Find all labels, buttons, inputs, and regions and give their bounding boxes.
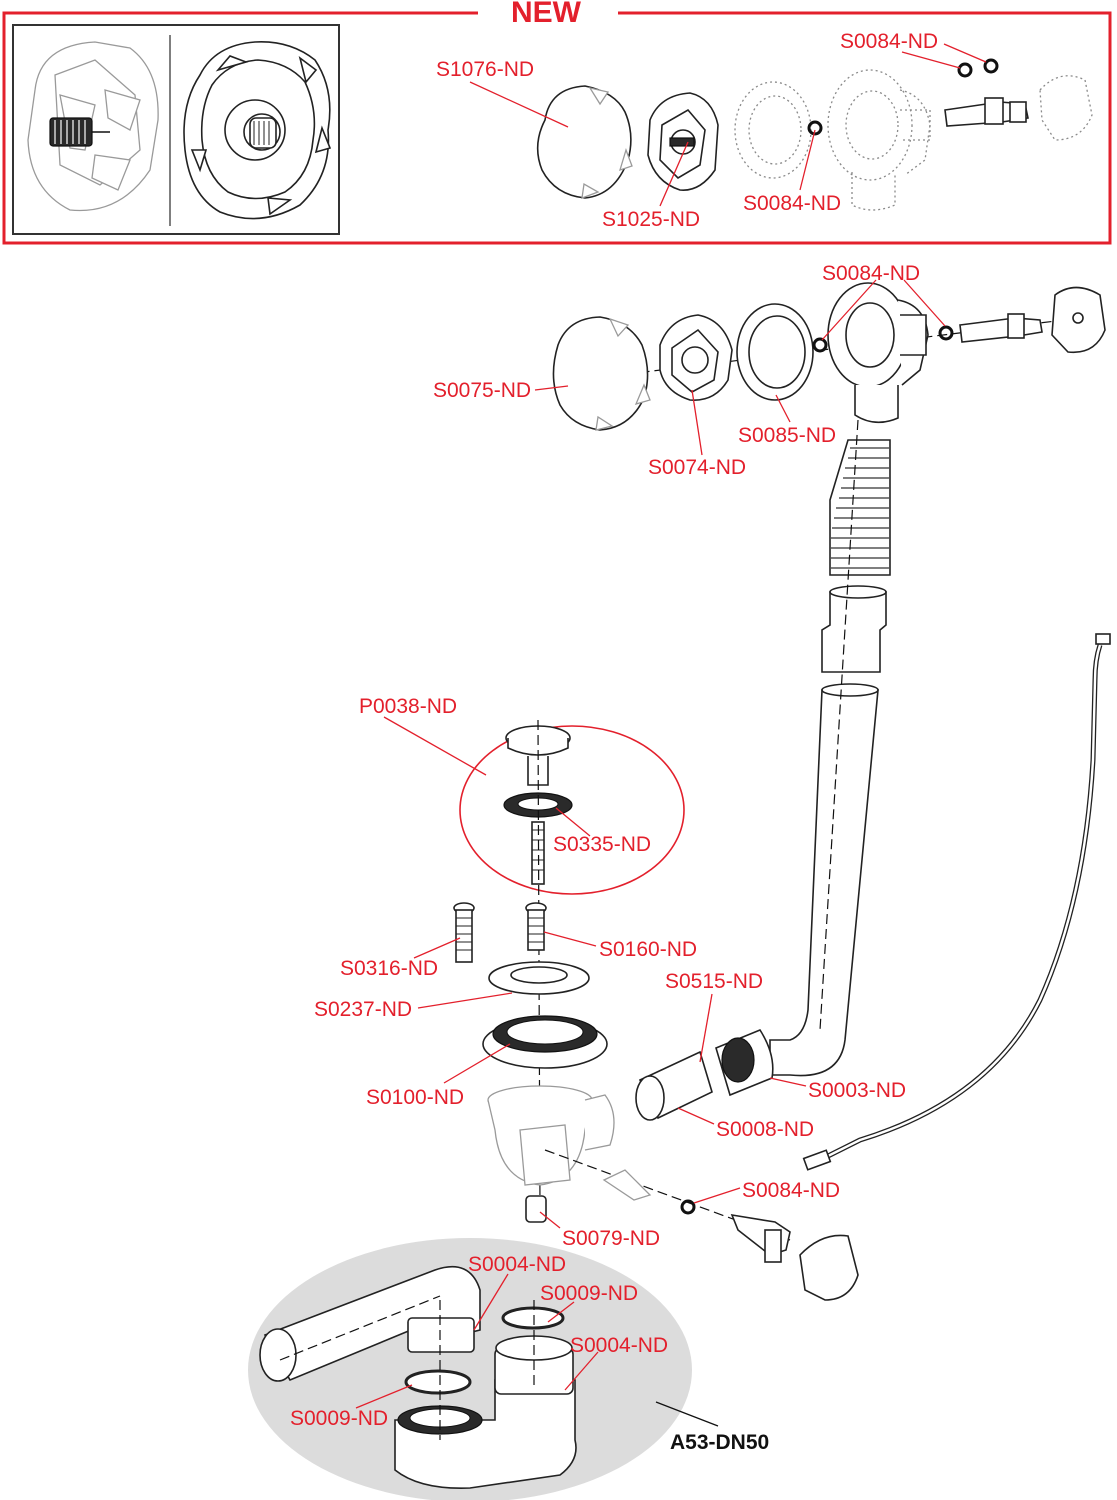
- rosette-s0074: [659, 314, 733, 401]
- knob-s0075: [552, 316, 651, 431]
- screw-s0160: [525, 902, 547, 951]
- corrugated-hose: [829, 439, 891, 576]
- label-p0038: P0038-ND: [359, 695, 457, 718]
- spigot-s0515: [635, 1050, 713, 1121]
- screw-s0316: [453, 902, 475, 963]
- new-knob-s1076: [536, 85, 633, 199]
- model-label: A53-DN50: [670, 1431, 769, 1454]
- leader-s0100: [443, 1043, 511, 1084]
- label-s0004-a: S0004-ND: [468, 1253, 566, 1276]
- label-s0237: S0237-ND: [314, 998, 412, 1021]
- siphon-base: [394, 1335, 577, 1489]
- overflow-body: [827, 282, 929, 424]
- leader-s1076: [469, 81, 569, 128]
- label-s0009-b: S0009-ND: [290, 1407, 388, 1430]
- label-s0316: S0316-ND: [340, 957, 438, 980]
- flange-s0237: [488, 961, 590, 995]
- leader-s0009-b: [355, 1384, 413, 1409]
- leader-s0009-a: [547, 1301, 575, 1323]
- cable-head-lower: [730, 1213, 859, 1301]
- label-s0084-new-mid: S0084-ND: [743, 192, 841, 215]
- leader-s0084-new-mid: [799, 129, 816, 191]
- label-s0515: S0515-ND: [665, 970, 763, 993]
- label-s0003: S0003-ND: [808, 1079, 906, 1102]
- popup-waste-group: P0038-ND S0335-ND: [359, 695, 685, 895]
- label-s1076: S1076-ND: [436, 58, 534, 81]
- leader-s0237: [417, 992, 513, 1009]
- o-ring-s0084-b: [938, 325, 954, 341]
- label-s0008: S0008-ND: [716, 1118, 814, 1141]
- label-s0084-main: S0084-ND: [822, 262, 920, 285]
- label-s0335: S0335-ND: [553, 833, 651, 856]
- cable-head-top: [959, 286, 1106, 354]
- leader-s0515: [699, 993, 713, 1063]
- leader-a53-dn50: [655, 1401, 719, 1427]
- lever-bracket: [602, 1169, 652, 1201]
- nut-s0003: [715, 1029, 774, 1097]
- leader-s0084-lower: [693, 1187, 741, 1204]
- leader-s0075: [534, 385, 569, 391]
- label-s1025: S1025-ND: [602, 208, 700, 231]
- label-s0079: S0079-ND: [562, 1227, 660, 1250]
- inset-rosette-detail: [27, 41, 159, 212]
- new-parts-box: NEW: [2, 0, 1112, 245]
- siphon-elbow: [259, 1265, 481, 1382]
- new-cable-head: [944, 58, 1093, 141]
- new-rosette-s1025: [647, 92, 719, 191]
- leader-s0008: [677, 1107, 715, 1125]
- leader-s0084-top-a: [901, 51, 961, 69]
- inset-knob-back: [183, 41, 332, 220]
- new-box-frame: [2, 11, 1112, 245]
- overflow-assembly: S0075-ND S0074-ND S0085-ND S0084-ND: [433, 262, 1106, 479]
- popup-highlight-circle: [459, 725, 685, 895]
- hose-adapter: [821, 585, 887, 673]
- label-s0085: S0085-ND: [738, 424, 836, 447]
- leader-s0004-b: [564, 1351, 599, 1391]
- siphon-ring-s0009-right: [501, 1306, 565, 1330]
- label-s0004-b: S0004-ND: [570, 1334, 668, 1357]
- overflow-pipe: [769, 683, 879, 1077]
- leader-s0335: [555, 807, 591, 837]
- leader-s0084-main-a: [821, 279, 877, 341]
- label-s0075: S0075-ND: [433, 379, 531, 402]
- label-s0074: S0074-ND: [648, 456, 746, 479]
- leader-s0074: [691, 389, 703, 456]
- gasket-s0085: [736, 303, 814, 401]
- new-box-title: NEW: [511, 0, 582, 29]
- bowden-cable: [802, 633, 1111, 1171]
- nut-s0100: [482, 1015, 608, 1069]
- o-ring-s0084-a: [812, 337, 828, 353]
- cap-nut-s0079: [525, 1195, 547, 1223]
- leader-s0316: [413, 937, 461, 959]
- leader-p0038: [383, 716, 487, 776]
- label-s0084-top: S0084-ND: [840, 30, 938, 53]
- leader-s0084-top-b: [943, 43, 987, 63]
- inset-detail-panel: [12, 24, 340, 235]
- o-ring-s0084-c: [680, 1199, 696, 1215]
- leader-s0085: [775, 394, 791, 423]
- waste-body: [487, 1085, 615, 1186]
- leader-s0003: [769, 1077, 807, 1087]
- leader-s0160: [543, 931, 597, 947]
- leader-s0004-a: [473, 1273, 509, 1331]
- label-s0100: S0100-ND: [366, 1086, 464, 1109]
- leader-s0084-main-b: [903, 279, 946, 327]
- leader-s1025: [659, 141, 689, 207]
- leader-s0079: [539, 1211, 561, 1229]
- new-gasket-dotted: [734, 81, 823, 179]
- label-s0009-a: S0009-ND: [540, 1282, 638, 1305]
- label-s0084-lower: S0084-ND: [742, 1179, 840, 1202]
- siphon-a53-dn50: S0004-ND S0009-ND S0004-ND S0009-ND A53-…: [248, 1238, 769, 1500]
- label-s0160: S0160-ND: [599, 938, 697, 961]
- siphon-ring-s0009-left: [404, 1369, 472, 1395]
- new-overflow-body-dotted: [827, 69, 931, 211]
